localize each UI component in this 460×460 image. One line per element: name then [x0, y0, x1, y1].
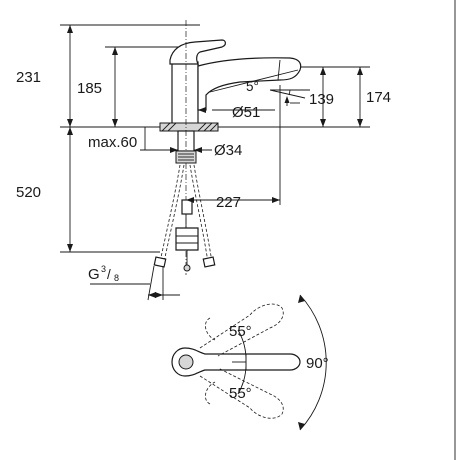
- hose-end-left: [153, 256, 167, 268]
- label-spout-height: 185: [77, 80, 102, 97]
- hose-left: [159, 164, 181, 263]
- angle-line: [269, 89, 306, 99]
- hose-end-right: [202, 256, 216, 268]
- label-rotation-upper: 55°: [229, 323, 252, 340]
- hose-weight: [181, 199, 193, 215]
- label-thread-main: G: [88, 266, 100, 283]
- arc-90: [299, 294, 327, 431]
- label-spout-angle: 5°: [246, 79, 259, 94]
- label-thread-num: 3: [101, 264, 106, 274]
- label-rotation-total: 90°: [306, 355, 329, 372]
- label-rotation-lower: 55°: [229, 385, 252, 402]
- label-hose-length: 520: [16, 184, 41, 201]
- lever-handle: [169, 39, 226, 65]
- spout: [197, 57, 302, 111]
- hose-connector: [175, 227, 199, 251]
- arc-55-upper: [237, 329, 247, 363]
- label-hole-diameter: Ø34: [214, 142, 242, 159]
- side-view: [60, 20, 370, 301]
- faucet-body: [171, 61, 199, 128]
- label-spout-reach: 227: [216, 194, 241, 211]
- label-base-diameter: Ø51: [232, 104, 260, 121]
- lever-rotated-upper: [199, 303, 284, 357]
- label-thread-den: 8: [114, 273, 119, 283]
- arc-55-lower: [237, 361, 247, 395]
- lever-rotated-lower: [199, 367, 284, 419]
- label-outlet-height: 174: [366, 89, 391, 106]
- label-max-thickness: max.60: [88, 134, 137, 151]
- label-total-height: 231: [16, 69, 41, 86]
- label-outlet-clearance: 139: [309, 91, 334, 108]
- svg-text:/: /: [107, 267, 111, 282]
- hose-right: [189, 164, 209, 263]
- top-view: [171, 294, 327, 431]
